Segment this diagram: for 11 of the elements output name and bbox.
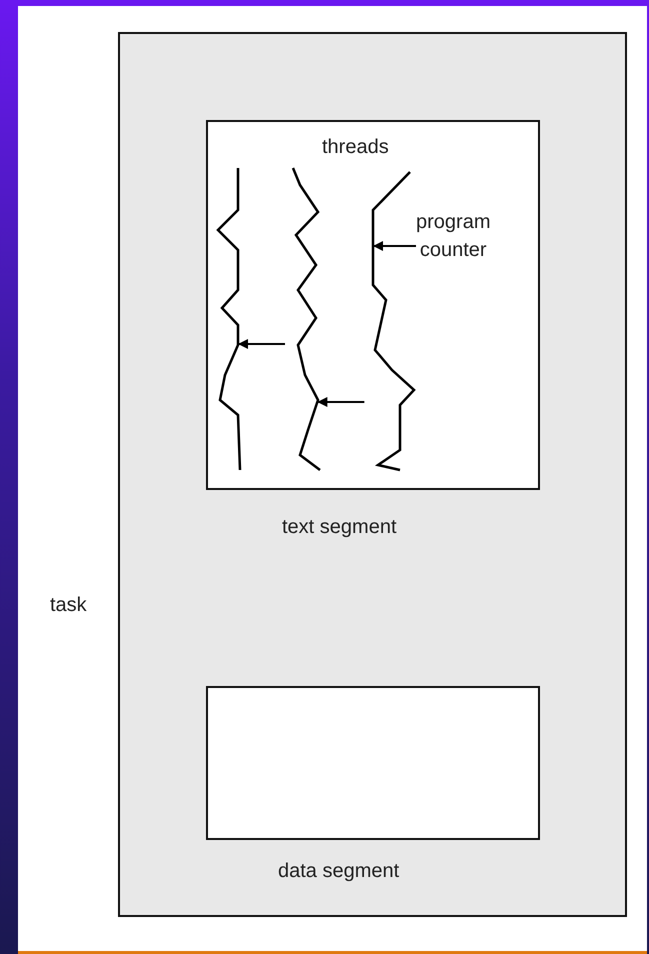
arrow xyxy=(238,339,285,349)
arrow xyxy=(373,241,416,251)
heading-label: threads xyxy=(322,136,389,159)
thread-line xyxy=(216,166,242,472)
callout-label: program counter xyxy=(416,208,490,264)
segment-label: text segment xyxy=(282,516,397,539)
arrow xyxy=(317,397,364,407)
segment-label: data segment xyxy=(278,860,400,883)
thread-line xyxy=(371,170,416,472)
thread-line xyxy=(291,166,322,472)
box-label: task xyxy=(50,594,87,617)
